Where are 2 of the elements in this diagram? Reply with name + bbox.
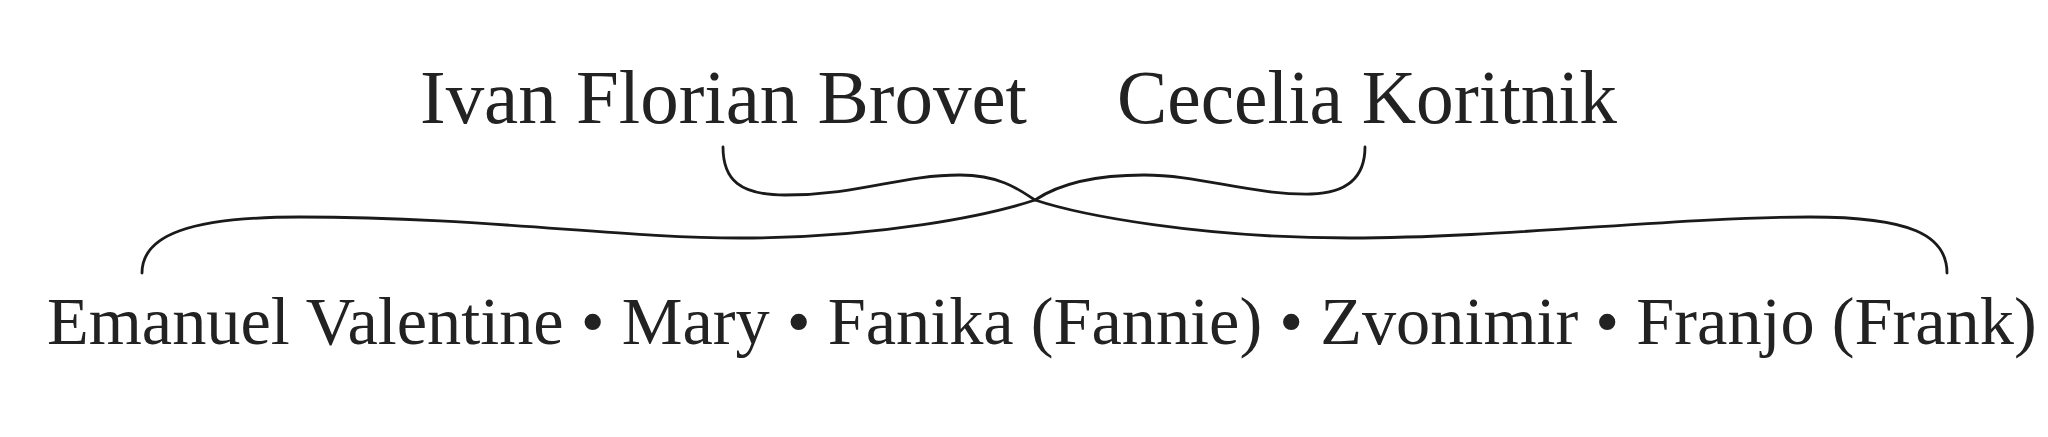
person-name: Ivan Florian Brovet — [420, 58, 1027, 136]
person-name: Cecelia Koritnik — [1117, 59, 1617, 136]
